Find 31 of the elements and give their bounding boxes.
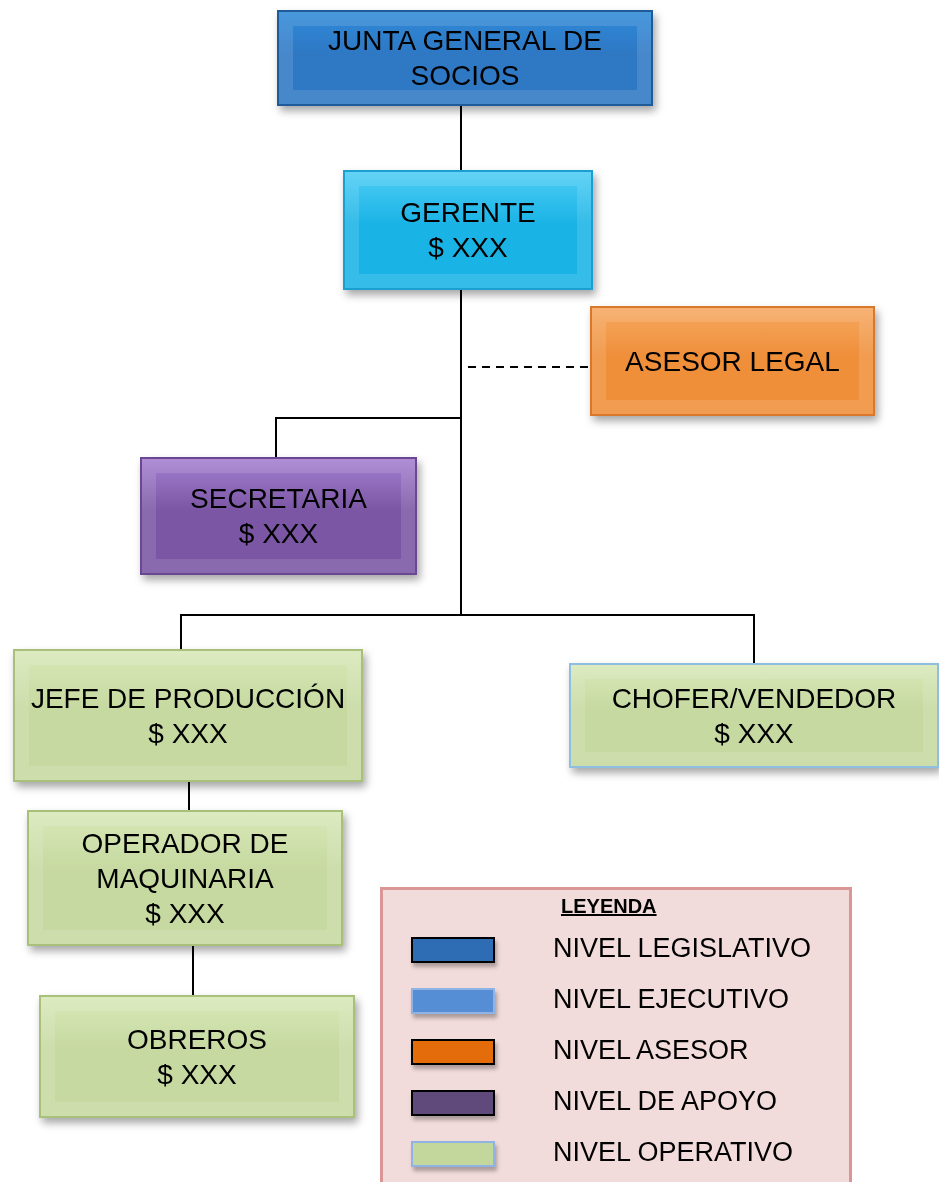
position-title: GERENTE bbox=[400, 196, 536, 230]
org-box bbox=[13, 649, 363, 782]
position-title: ASESOR LEGAL bbox=[625, 344, 840, 379]
salary-text: $ XXX bbox=[238, 517, 319, 551]
org-box bbox=[39, 995, 355, 1118]
salary-text: $ XXX bbox=[148, 716, 228, 751]
position-title: SECRETARIA bbox=[190, 482, 367, 516]
salary-text: $ XXX bbox=[428, 231, 508, 265]
org-box bbox=[343, 170, 593, 290]
connector-line bbox=[188, 781, 190, 811]
legend-text: NIVEL ASESOR bbox=[553, 1035, 749, 1066]
legend-title: LEYENDA bbox=[561, 895, 657, 918]
position-title: CHOFER/VENDEDOR bbox=[611, 681, 897, 716]
legend-text: NIVEL LEGISLATIVO bbox=[553, 933, 812, 964]
connector-line bbox=[192, 945, 194, 996]
legend-text: NIVEL EJECUTIVO bbox=[553, 984, 790, 1015]
position-title: OBREROS bbox=[127, 1022, 267, 1057]
position-title: OPERADOR DE MAQUINARIA bbox=[80, 826, 290, 896]
org-box bbox=[590, 306, 875, 416]
connector-line bbox=[460, 105, 462, 171]
legend-text: NIVEL DE APOYO bbox=[553, 1086, 778, 1117]
org-box bbox=[569, 663, 939, 768]
legend-text: NIVEL OPERATIVO bbox=[553, 1137, 794, 1168]
org-box bbox=[140, 457, 417, 575]
org-box bbox=[277, 10, 653, 106]
position-title: JEFE DE PRODUCCIÓN bbox=[30, 681, 346, 716]
salary-text: $ XXX bbox=[157, 1057, 237, 1092]
salary-text: $ XXX bbox=[145, 896, 225, 931]
org-box bbox=[27, 810, 343, 946]
position-title: JUNTA GENERAL DE SOCIOS bbox=[327, 24, 603, 93]
salary-text: $ XXX bbox=[714, 716, 794, 751]
